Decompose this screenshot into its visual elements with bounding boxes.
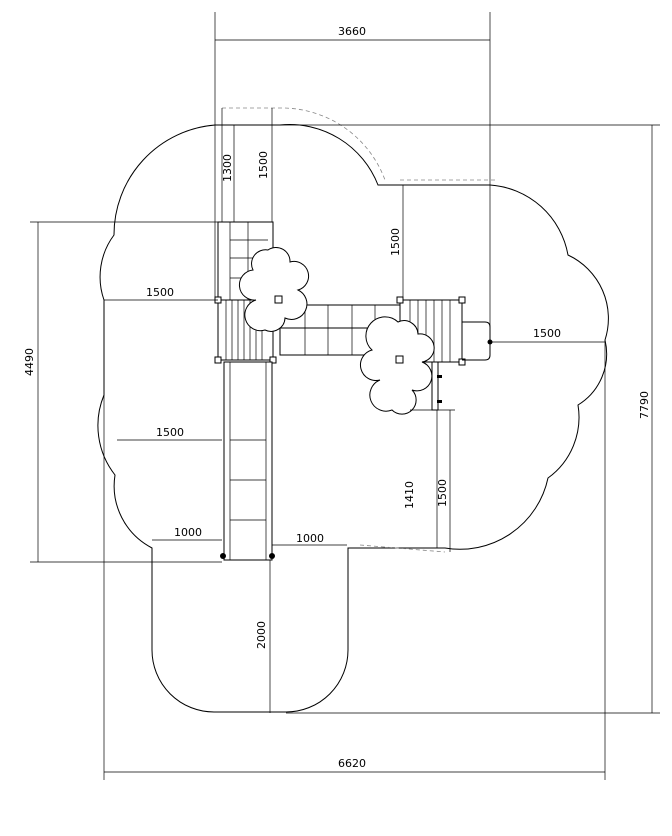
tree-right-icon	[359, 316, 435, 415]
dim-left-side: 1500	[146, 286, 174, 299]
dim-ladder-b: 1500	[436, 479, 449, 507]
dim-overall-width: 6620	[338, 757, 366, 770]
dim-top-width: 3660	[338, 25, 366, 38]
dim-slide-exit: 2000	[255, 621, 268, 649]
dim-right-side: 1500	[533, 327, 561, 340]
dim-left-tower-a: 1300	[221, 154, 234, 182]
slide	[220, 361, 275, 561]
dim-slide-right: 1000	[296, 532, 324, 545]
dim-slide-left: 1000	[174, 526, 202, 539]
safety-zone-outline	[97, 124, 609, 713]
dim-ladder-a: 1410	[403, 481, 416, 509]
dim-height-left: 4490	[23, 348, 36, 376]
dim-slide-side: 1500	[156, 426, 184, 439]
tree-left-icon	[238, 247, 310, 332]
dim-left-tower-b: 1500	[257, 151, 270, 179]
dim-right-tower: 1500	[389, 228, 402, 256]
dimension-lines	[30, 12, 660, 780]
dim-height-right: 7790	[638, 391, 651, 419]
